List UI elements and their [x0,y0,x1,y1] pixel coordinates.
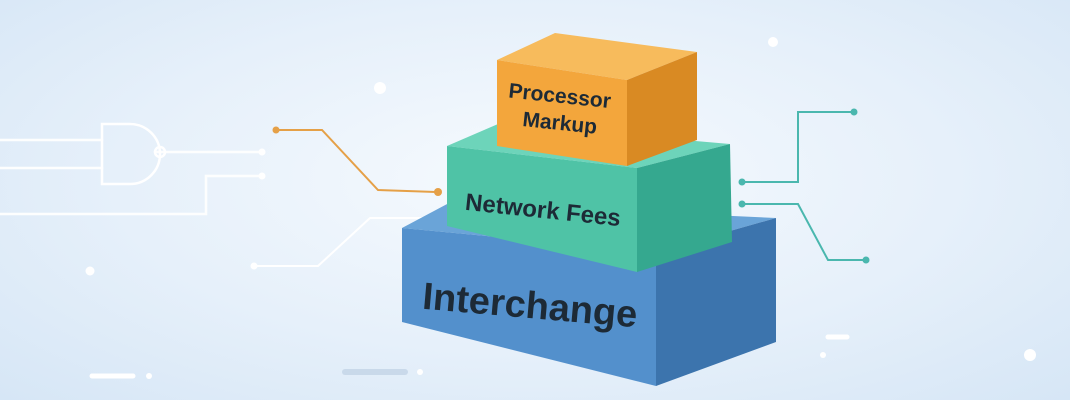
decorative-dashes [89,334,850,379]
circuit-dots [85,37,1036,379]
orange-connector [272,126,442,196]
processor-markup-top-face [497,33,697,80]
network-fees-side-face [637,144,732,272]
interchange-front-face [402,228,656,386]
circuit-trace-icon [0,138,264,216]
interchange-side-face [656,218,776,386]
trace-line [254,217,446,267]
network-fees-front-face [447,146,637,272]
nand-gate-icon [100,122,167,186]
teal-connectors [742,111,866,261]
processor-markup-front-face [497,60,627,166]
teal-connector-dots [738,108,870,264]
layer-processor-markup: Processor Markup [497,33,697,166]
processor-markup-side-face [627,52,697,166]
